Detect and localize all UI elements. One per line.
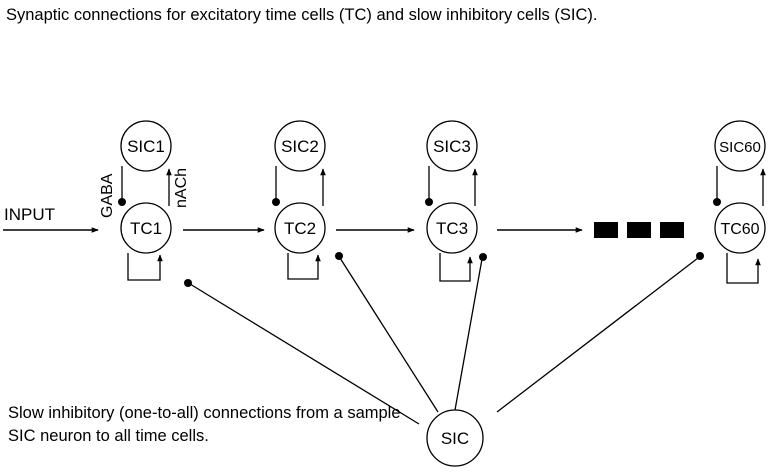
- sic2-label: SIC2: [281, 137, 319, 156]
- sic2-node: [274, 120, 326, 172]
- tc3-label: TC3: [436, 219, 468, 238]
- sic-to-tc60-connection: [496, 257, 699, 413]
- sic-synapse-dot-tc2: [335, 252, 343, 260]
- ellipsis-block: [627, 222, 651, 238]
- tc2-node: [274, 202, 326, 254]
- tc1-self-loop: [127, 253, 163, 281]
- gaba-synapse-dot: [425, 198, 433, 206]
- gaba-synapse-dot: [272, 198, 280, 206]
- tc60-label: TC60: [720, 221, 759, 238]
- sic-sample-label: SIC: [441, 429, 469, 448]
- tc3-node: [426, 202, 478, 254]
- diagram-caption: Synaptic connections for excitatory time…: [6, 6, 598, 24]
- tc60-self-loop: [726, 253, 761, 284]
- sic60-node: [714, 120, 766, 172]
- gaba-synapse-dot: [713, 198, 721, 206]
- sic-sample-node: [426, 409, 484, 467]
- sic60-label: SIC60: [719, 139, 761, 156]
- sic-to-tc2-connection: [339, 257, 439, 413]
- one-to-all-note: Slow inhibitory (one-to-all) connections…: [8, 404, 401, 445]
- tc2-label: TC2: [284, 219, 316, 238]
- gaba-label: GABA: [99, 173, 116, 218]
- tc1-node: [120, 202, 172, 254]
- nach-label: nACh: [173, 168, 190, 208]
- ellipsis-block: [660, 222, 684, 238]
- sic3-node: [426, 120, 478, 172]
- tc2-self-loop: [287, 253, 321, 280]
- ellipsis-block: [594, 222, 618, 238]
- input-label: INPUT: [4, 205, 55, 224]
- tc1-label: TC1: [130, 219, 162, 238]
- sic-synapse-dot-tc1: [184, 279, 192, 287]
- sic1-node: [120, 120, 172, 172]
- ellipsis-blocks: [594, 222, 684, 238]
- sic-to-tc1-connection: [189, 283, 420, 425]
- tc3-self-loop: [439, 253, 473, 282]
- sic1-label: SIC1: [127, 137, 165, 156]
- gaba-synapse-dot: [118, 198, 126, 206]
- tc60-node: [714, 202, 766, 254]
- sic-synapse-dot-tc3: [479, 253, 487, 261]
- sic-synapse-dot-tc60: [696, 252, 704, 260]
- sic3-label: SIC3: [433, 137, 471, 156]
- sic-to-tc3-connection: [454, 258, 483, 411]
